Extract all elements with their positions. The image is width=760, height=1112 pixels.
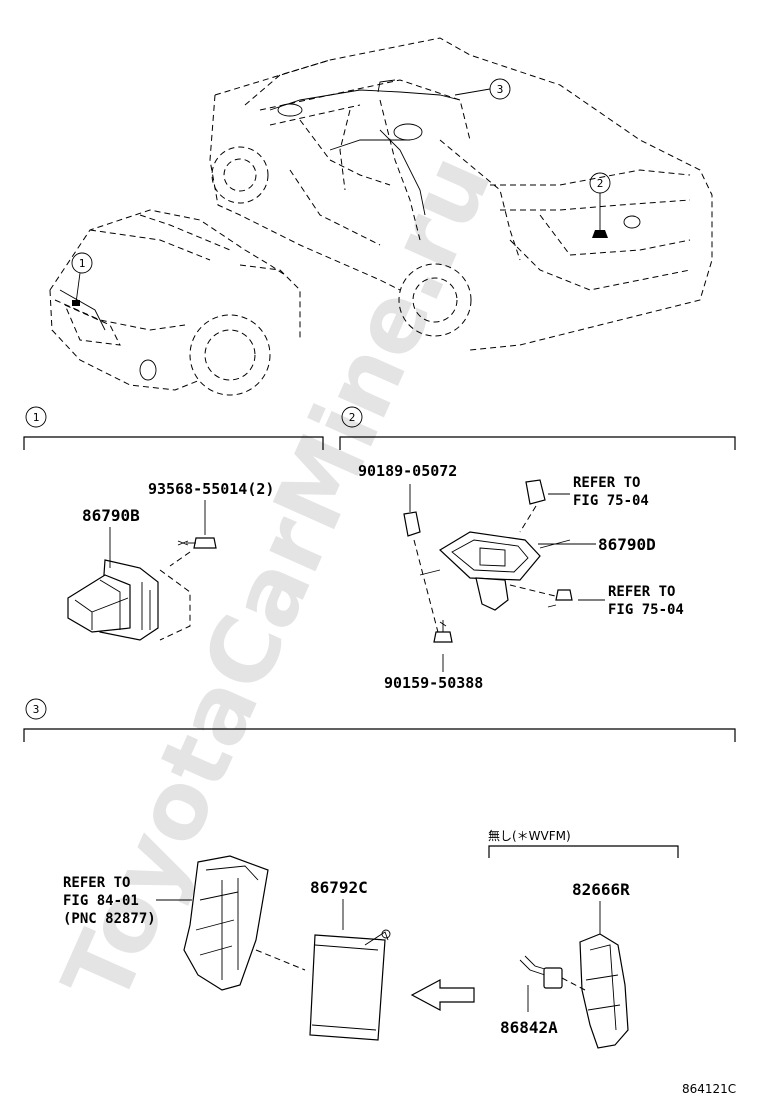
part-90159-50388: 90159-50388: [384, 674, 483, 692]
section-2: 2 90189-05072 REFER TO FIG 75-04 86790D …: [339, 406, 736, 692]
part-82666R: 82666R: [572, 880, 630, 899]
section3-note: 無し(＊WVFM): [488, 828, 571, 843]
arrow-left-icon: [410, 978, 475, 1012]
camera-86790D: [419, 531, 571, 611]
callout-2: 2: [589, 172, 611, 232]
section3-refer-line1: REFER TO: [63, 875, 130, 891]
part-86842A: 86842A: [500, 1018, 558, 1037]
section3-refer-line3: (PNC 82877): [63, 911, 156, 927]
bolt-93568: [177, 500, 217, 549]
callout-1: 1: [71, 252, 93, 304]
refer-bottom-line2: FIG 75-04: [608, 602, 684, 618]
figure-id: 864121C: [682, 1082, 736, 1096]
screw-bottom-right: [547, 589, 573, 608]
wire-86842A: [519, 955, 586, 991]
clip-90189: [403, 511, 421, 537]
camera-86790B: [67, 527, 159, 641]
bracket-refer: [183, 855, 269, 991]
section-1: 1 93568-55014(2) 86790B: [23, 406, 324, 641]
callout-1-label: 1: [79, 257, 86, 270]
callout-2-label: 2: [597, 177, 604, 190]
part-86790D: 86790D: [598, 535, 656, 554]
bolt-90159: [433, 620, 453, 643]
section-2-number: 2: [349, 411, 356, 424]
section-3-number: 3: [33, 703, 40, 716]
part-82666R-drawing: [579, 933, 629, 1049]
refer-bottom-line1: REFER TO: [608, 584, 675, 600]
refer-top-line1: REFER TO: [573, 475, 640, 491]
part-86792C: 86792C: [310, 878, 368, 897]
refer-top-line2: FIG 75-04: [573, 493, 649, 509]
callout-3: 3: [454, 78, 511, 100]
part-90189-05072: 90189-05072: [358, 462, 457, 480]
part-93568-55014: 93568-55014(2): [148, 480, 274, 498]
vehicle-overview: [49, 37, 713, 396]
callout-3-label: 3: [497, 83, 504, 96]
part-86790B: 86790B: [82, 506, 140, 525]
section-3: 3 REFER TO FIG 84-01 (PNC 82877) 86792C: [23, 698, 736, 1049]
section-1-number: 1: [33, 411, 40, 424]
clip-top-right: [525, 479, 546, 505]
ecu-86792C: [309, 929, 391, 1041]
section3-refer-line2: FIG 84-01: [63, 893, 139, 909]
